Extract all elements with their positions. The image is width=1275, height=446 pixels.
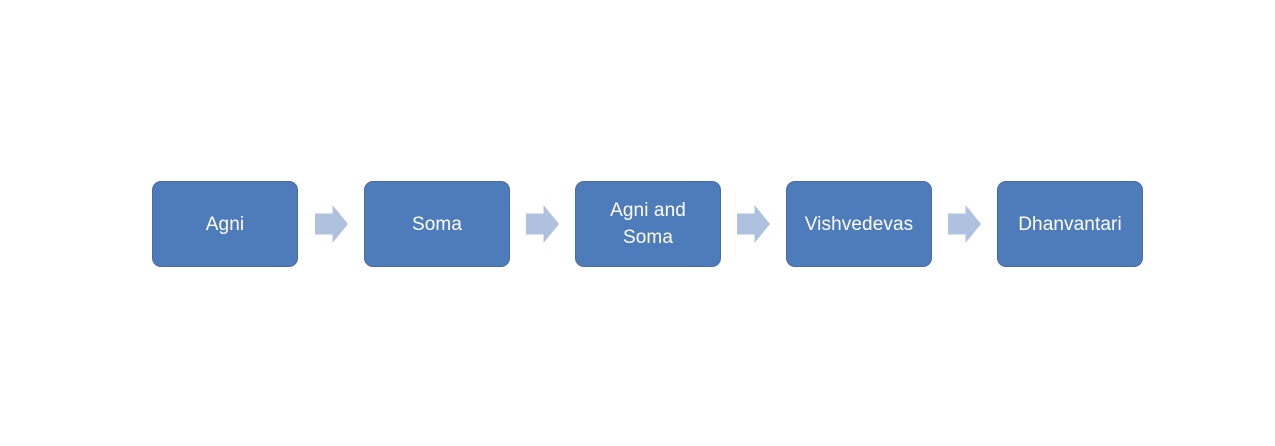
node-label: Soma (411, 213, 463, 235)
node-label: Vishvedevas (804, 213, 914, 235)
node-label: Agni and Soma (610, 200, 686, 248)
node-label: Dhanvantari (1018, 213, 1122, 235)
node-agni-and-soma: Agni and Soma (575, 181, 721, 267)
arrow-right-icon (526, 205, 559, 243)
arrow-right-icon (737, 205, 770, 243)
node-label: Agni (205, 213, 245, 235)
arrow-right-icon (315, 205, 348, 243)
arrow-right-icon (948, 205, 981, 243)
node-agni: Agni (152, 181, 298, 267)
node-dhanvantari: Dhanvantari (997, 181, 1143, 267)
node-vishvedevas: Vishvedevas (786, 181, 932, 267)
node-soma: Soma (364, 181, 510, 267)
